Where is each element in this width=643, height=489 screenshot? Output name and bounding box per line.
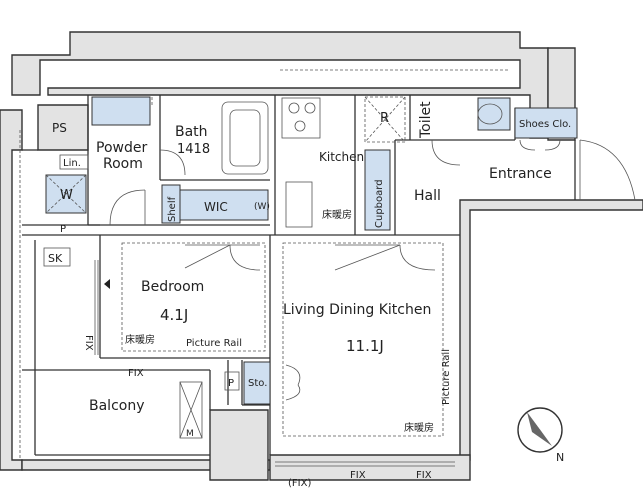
- balcony-label: Balcony: [89, 398, 145, 414]
- balcony-pillar: [209, 409, 269, 481]
- bottom-right-wall: [269, 454, 471, 481]
- sink-counter: [285, 181, 313, 228]
- p-box: [224, 371, 240, 391]
- bathtub-inner: [229, 109, 261, 167]
- wic-label: WIC: [204, 200, 228, 214]
- washbasin: [91, 96, 151, 126]
- bedroom-label: Bedroom: [141, 279, 204, 295]
- bathtub: [221, 101, 269, 175]
- toilet-label: Toilet: [418, 101, 434, 139]
- wic-shelf: [179, 189, 269, 221]
- sink-box: [43, 247, 71, 267]
- left-wall: [0, 109, 23, 471]
- toilet-bowl: [477, 103, 503, 125]
- fridge-space: [364, 96, 406, 143]
- shoes-closet-label: Shoes Clo.: [519, 119, 571, 130]
- washer-label: W: [60, 188, 73, 203]
- fixtures: [43, 96, 578, 439]
- cupboard-unit: [364, 149, 391, 231]
- dashed-lines: [19, 69, 510, 460]
- fix-label-left: FIX: [83, 335, 94, 351]
- bath-label: Bath: [175, 124, 208, 140]
- ldk-size-label: 11.1J: [346, 337, 384, 355]
- storage-label: Sto.: [248, 378, 267, 389]
- sink-label: SK: [48, 252, 63, 265]
- windows: [94, 260, 455, 467]
- compass-north: N: [556, 451, 564, 464]
- top-wall: [11, 31, 549, 139]
- labels: PS Powder Room Bath 1418 Lin. W P SK She…: [48, 101, 571, 489]
- balcony-m-label: M: [186, 429, 194, 439]
- wic-w-label: (W): [254, 202, 270, 212]
- ldk-picture-rail: Picture Rail: [441, 349, 452, 405]
- powder-room-label-1: Powder: [96, 140, 147, 156]
- outer-walls: [0, 31, 643, 481]
- storage-p-label: P: [228, 378, 234, 389]
- compass: N: [517, 407, 564, 464]
- cupboard-label: Cupboard: [374, 179, 385, 228]
- bedroom-picture-rail: Picture Rail: [186, 338, 242, 349]
- linen-box: [59, 154, 89, 170]
- meter-box: [179, 381, 203, 439]
- window-arrow: [104, 279, 110, 289]
- bedroom-size-label: 4.1J: [160, 306, 188, 324]
- fix-paren-label: (FIX): [288, 478, 311, 489]
- storage-unit: [243, 361, 271, 405]
- toilet-tank: [477, 97, 511, 131]
- doors: [109, 139, 636, 401]
- fix-label-balcony: FIX: [128, 368, 144, 379]
- fridge-label: R: [380, 111, 389, 126]
- linen-label: Lin.: [63, 158, 81, 169]
- right-mid-wall: [459, 199, 643, 461]
- bedroom-floor-heating: 床暖房: [125, 333, 155, 346]
- pipe-label: P: [60, 224, 66, 235]
- kitchen-floor-heating: 床暖房: [322, 208, 352, 221]
- shelf-label: Shelf: [167, 196, 178, 222]
- shelf-unit: [161, 184, 181, 224]
- bath-size-label: 1418: [177, 142, 210, 157]
- shoes-closet: [514, 107, 578, 139]
- ldk-floor-heating: 床暖房: [404, 421, 434, 434]
- powder-room-label-2: Room: [103, 156, 143, 172]
- ps-label: PS: [52, 121, 67, 135]
- fix-label-bottom-2: FIX: [416, 470, 432, 481]
- ldk-label: Living Dining Kitchen: [283, 302, 431, 318]
- fix-label-bottom-1: FIX: [350, 470, 366, 481]
- entrance-label: Entrance: [489, 166, 552, 182]
- stove: [281, 97, 321, 139]
- hall-label: Hall: [414, 188, 441, 204]
- kitchen-label: Kitchen: [319, 150, 364, 164]
